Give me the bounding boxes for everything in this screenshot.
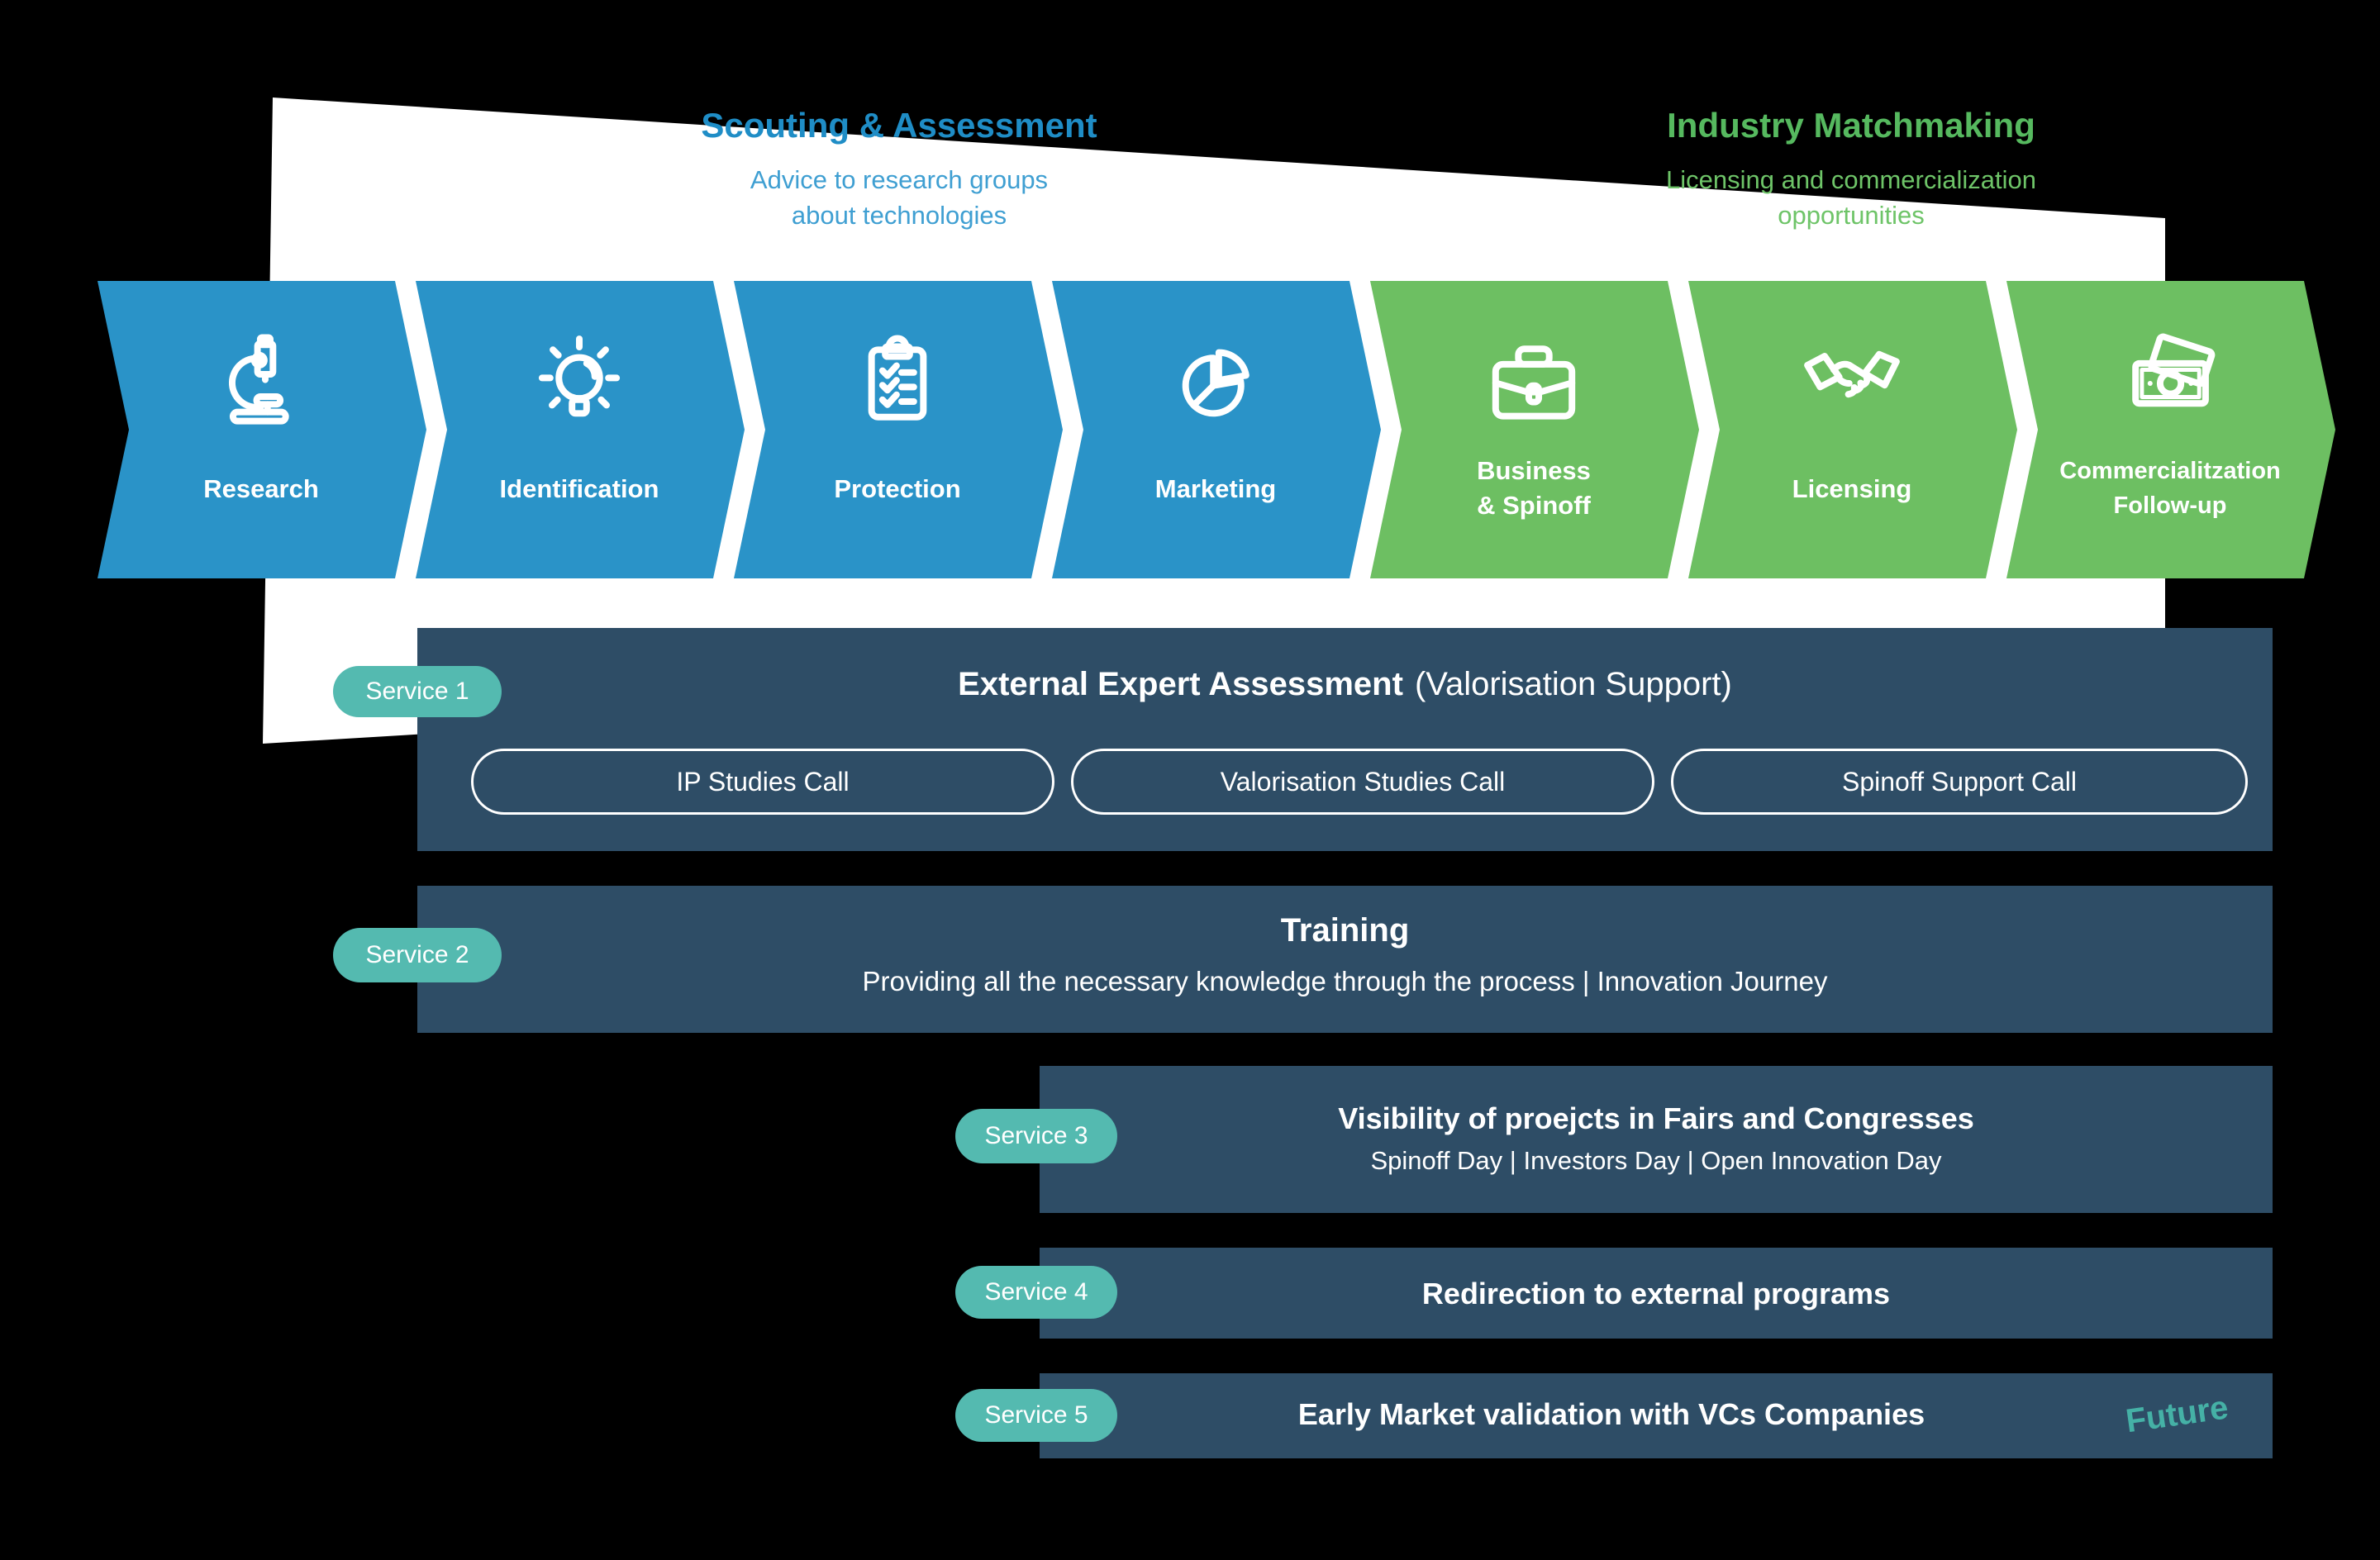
clipboard-checklist-icon <box>843 329 952 438</box>
stage-label-protection: Protection <box>834 474 961 503</box>
service2-bar <box>417 886 2273 1033</box>
arrow-identification <box>416 281 745 578</box>
service4-bar <box>1040 1248 2273 1339</box>
arrow-research <box>98 281 426 578</box>
service3-bar <box>1040 1066 2273 1213</box>
arrow-protection <box>734 281 1063 578</box>
stage-label-identification: Identification <box>499 474 659 503</box>
header-matchmaking-subtitle: Licensing and commercialization opportun… <box>1665 165 2036 230</box>
stage-label-research: Research <box>203 474 319 503</box>
handshake-icon <box>1797 329 1906 438</box>
header-scouting-assessment: Scouting & Assessment <box>569 106 1230 145</box>
header-scouting-subtitle: Advice to research groups about technolo… <box>750 165 1049 230</box>
microscope-icon <box>207 329 316 438</box>
service1-bar <box>417 628 2273 851</box>
service1-title-light: (Valorisation Support) <box>1414 666 1732 702</box>
stage-label-commercialization: Commercialitzation Follow-up <box>2059 458 2281 519</box>
service5-bar <box>1040 1373 2273 1458</box>
stage-label-marketing: Marketing <box>1154 474 1277 503</box>
service2-badge: Service 2 <box>333 928 502 982</box>
service5-title: Early Market validation with VCs Compani… <box>1297 1397 1925 1431</box>
service1-title: External Expert Assessment (Valorisation … <box>417 666 2273 702</box>
service2-title: Training <box>1280 912 1410 949</box>
lightbulb-icon <box>525 329 634 438</box>
pie-chart-icon <box>1161 329 1270 438</box>
pill-ip-studies-call: IP Studies Call <box>471 749 1054 815</box>
briefcase-icon <box>1479 329 1588 438</box>
stage-label-licensing: Licensing <box>1792 474 1912 503</box>
header-matchmaking-title: Industry Matchmaking <box>1667 106 2035 145</box>
pill-spinoff-support-call: Spinoff Support Call <box>1671 749 2248 815</box>
header-industry-matchmaking: Industry Matchmaking <box>1521 106 2182 145</box>
service4-title: Redirection to external programs <box>1421 1277 1891 1310</box>
money-icon <box>2116 329 2225 438</box>
arrow-licensing <box>1688 281 2017 578</box>
service3-subtitle: Spinoff Day | Investors Day | Open Innov… <box>1370 1146 1942 1175</box>
service2-subtitle: Providing all the necessary knowledge th… <box>862 966 1828 996</box>
arrow-commercialization <box>2006 281 2335 578</box>
service1-badge: Service 1 <box>333 666 502 717</box>
service3-badge: Service 3 <box>955 1109 1117 1163</box>
pill-valorisation-studies-call: Valorisation Studies Call <box>1071 749 1654 815</box>
service5-badge: Service 5 <box>955 1389 1117 1442</box>
arrow-marketing <box>1052 281 1381 578</box>
service1-title-bold: External Expert Assessment <box>958 666 1403 702</box>
service3-title: Visibility of proejcts in Fairs and Cong… <box>1338 1101 1974 1135</box>
arrow-business-spinoff <box>1370 281 1699 578</box>
stage-label-business-spinoff: Business & Spinoff <box>1477 456 1591 520</box>
header-scouting-title: Scouting & Assessment <box>701 106 1097 145</box>
service4-badge: Service 4 <box>955 1266 1117 1319</box>
